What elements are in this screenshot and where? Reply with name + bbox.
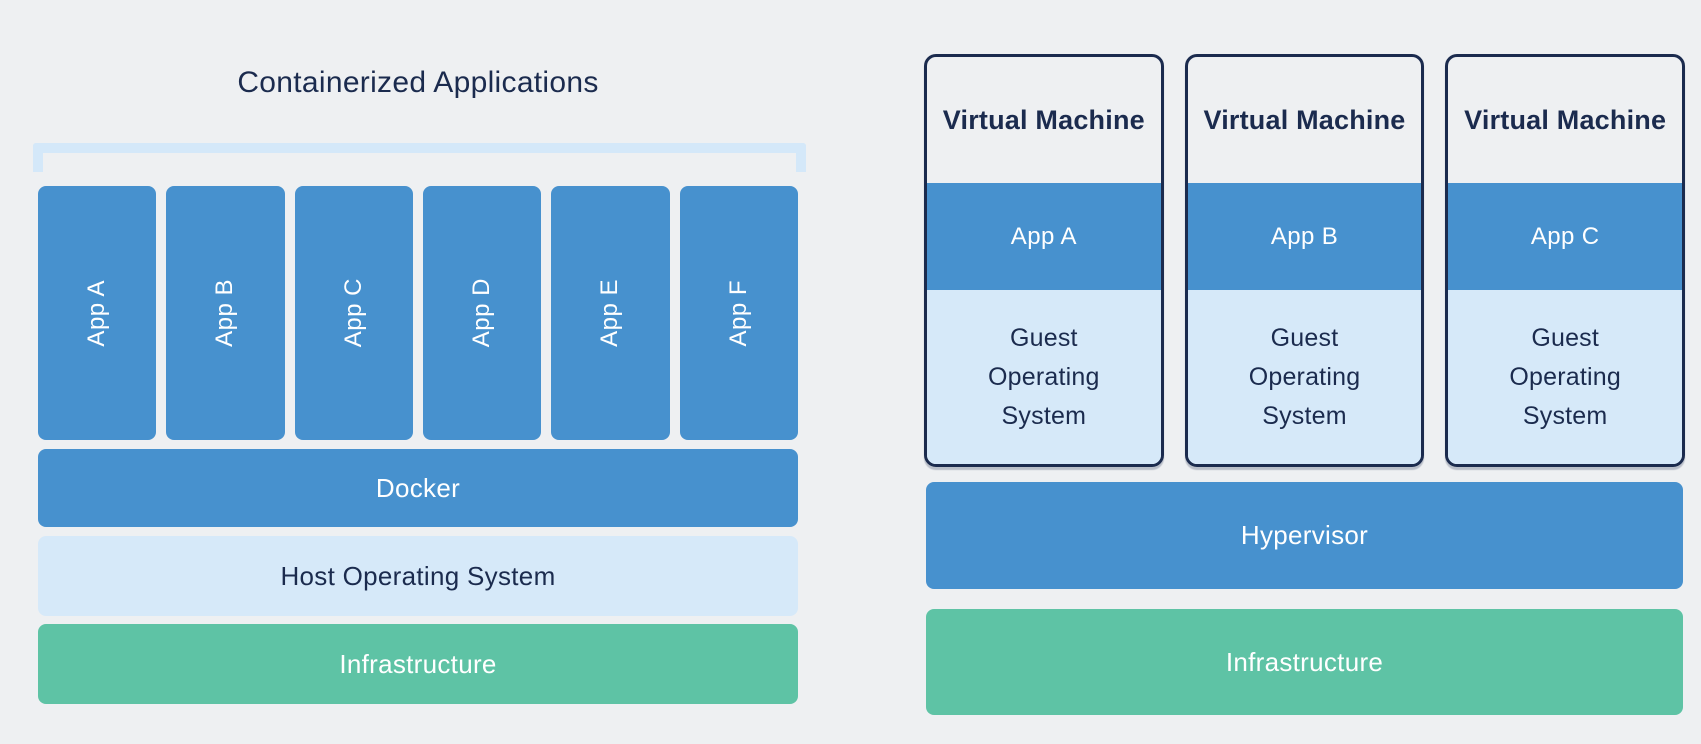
virtual-machines-stack: Virtual Machine App A Guest Operating Sy… [924,0,1686,744]
infrastructure-layer-right: Infrastructure [926,609,1683,715]
container-app-label: App D [468,278,496,348]
vm-box-1: Virtual Machine App A Guest Operating Sy… [924,54,1164,467]
hypervisor-layer: Hypervisor [926,482,1683,589]
vm-app-layer: App C [1448,183,1683,290]
host-os-layer: Host Operating System [38,536,798,616]
vm-guest-os-layer: Guest Operating System [1187,290,1422,464]
vm-app-layer: App B [1187,183,1422,290]
vm-box-2: Virtual Machine App B Guest Operating Sy… [1184,54,1425,467]
vm-box-3: Virtual Machine App C Guest Operating Sy… [1445,54,1686,467]
containers-stack: Containerized Applications App A App B A… [33,0,806,744]
container-app-label: App A [83,279,111,347]
container-app-f: App F [679,186,798,440]
container-group-bracket [33,143,806,172]
container-apps-row: App A App B App C App D App E App F [38,186,798,440]
vm-guest-os-layer: Guest Operating System [927,290,1161,464]
vm-title: Virtual Machine [942,104,1145,135]
containers-title: Containerized Applications [237,66,599,99]
docker-layer: Docker [38,449,798,527]
vm-title: Virtual Machine [1203,104,1406,135]
vm-title: Virtual Machine [1464,104,1667,135]
container-app-e: App E [551,186,670,440]
container-app-d: App D [422,186,542,440]
container-app-label: App B [211,279,239,347]
container-app-label: App F [724,279,752,347]
container-app-b: App B [166,186,285,440]
infrastructure-layer-left: Infrastructure [38,624,798,704]
container-app-label: App C [339,278,367,348]
vm-app-layer: App A [927,183,1161,290]
vm-row: Virtual Machine App A Guest Operating Sy… [924,54,1686,467]
vm-guest-os-layer: Guest Operating System [1448,290,1683,464]
container-app-a: App A [38,186,157,440]
container-app-label: App E [596,279,624,347]
container-app-c: App C [294,186,413,440]
